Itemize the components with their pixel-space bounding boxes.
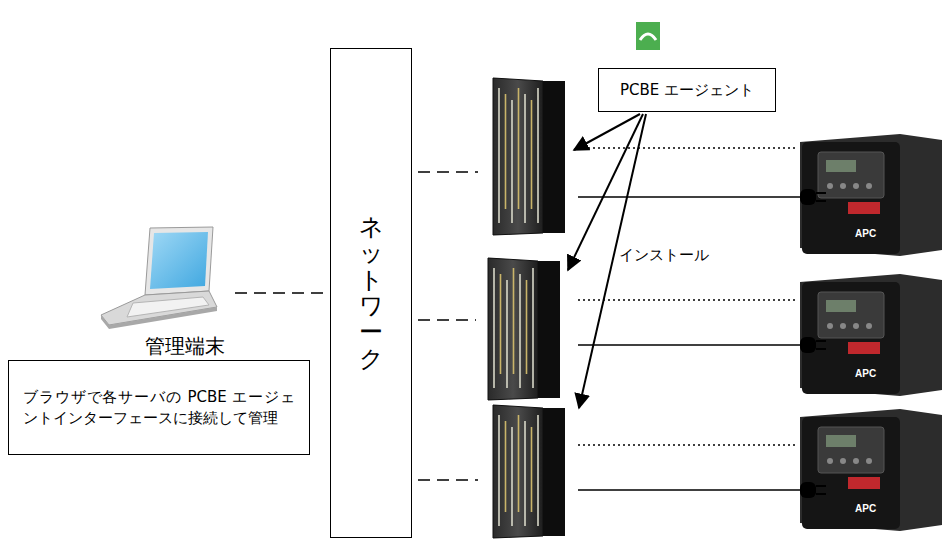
server-rack: [488, 258, 560, 400]
network-link: [235, 292, 330, 294]
ups-links: [578, 148, 802, 490]
node-text: 管理端末: [135, 333, 235, 360]
agent-box: PCBE エージェント: [598, 68, 776, 112]
server-racks: [488, 78, 565, 538]
ups-units: [800, 134, 942, 531]
server-rack: [493, 78, 565, 235]
app-icon: [636, 22, 660, 50]
management-terminal: 管理端末: [95, 225, 235, 360]
node-text: ブラウザで各サーバの PCBE エージェントインターフェースに接続して管理: [9, 381, 309, 434]
node-text: PCBE エージェント: [620, 81, 754, 100]
brand-logo: APC: [855, 228, 876, 239]
ups-unit: [800, 409, 942, 531]
ups-unit: [800, 134, 942, 256]
laptop-icon: [95, 225, 220, 330]
server-rack: [493, 405, 565, 538]
install-label: インストール: [617, 246, 711, 265]
note-box: ブラウザで各サーバの PCBE エージェントインターフェースに接続して管理: [8, 360, 310, 455]
node-text: ネットワーク: [359, 214, 383, 372]
network-box: ネットワーク: [330, 48, 412, 538]
ups-unit: [800, 274, 942, 396]
brand-logo: APC: [855, 503, 876, 514]
lan-links: [418, 172, 478, 480]
brand-logo: APC: [855, 368, 876, 379]
